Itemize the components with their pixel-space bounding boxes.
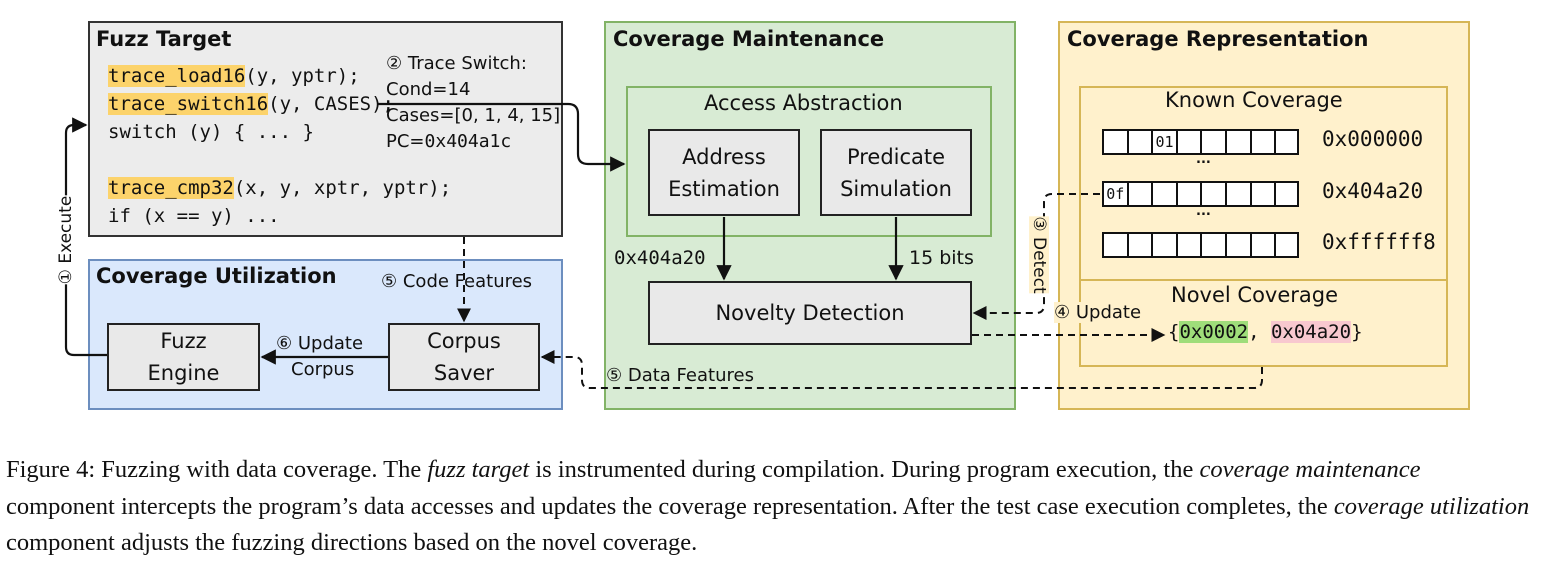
caption-part-3: component intercepts the program’s data …	[6, 492, 1334, 520]
address-estimation-label-2: Estimation	[668, 176, 780, 201]
coverage-representation-title: Coverage Representation	[1067, 27, 1369, 51]
trace-switch-title: ② Trace Switch:	[386, 53, 527, 74]
novel-set-sep: ,	[1248, 321, 1271, 343]
caption-part-2: is instrumented during compilation. Duri…	[529, 456, 1200, 483]
trace-load16-call: trace_load16	[108, 65, 246, 87]
bitmap-cell-highlight: 01	[1151, 129, 1176, 155]
novel-coverage-set: {0x0002, 0x04a20}	[1168, 321, 1363, 343]
bitmap-cell	[1151, 181, 1176, 207]
bitmap-cell	[1224, 181, 1250, 207]
coverage-maintenance-title: Coverage Maintenance	[613, 27, 885, 51]
bitmap-cell	[1249, 129, 1275, 155]
bitmap-cell	[1224, 129, 1250, 155]
bitmap-address-2: 0x404a20	[1322, 179, 1424, 203]
code-line-switch: switch (y) { ... }	[108, 121, 314, 143]
bitmap-row-0xffffff8	[1102, 232, 1299, 258]
predicate-simulation-label-1: Predicate	[846, 144, 946, 169]
trace-pc-label: PC=	[386, 131, 425, 152]
caption-emphasis-2: coverage maintenance	[1199, 456, 1421, 483]
bits-label: 15 bits	[909, 247, 974, 269]
trace-cmp32-call: trace_cmp32	[108, 177, 234, 199]
trace-load16-args: (y, yptr);	[245, 65, 360, 87]
execute-label: ① Execute	[56, 195, 76, 285]
bitmap-cell	[1274, 181, 1299, 207]
bitmap-cell	[1126, 181, 1152, 207]
predicate-simulation-label-2: Simulation	[840, 176, 952, 201]
caption-emphasis-1: fuzz target	[427, 456, 530, 483]
novel-value-2: 0x04a20	[1270, 321, 1352, 343]
address-estimation-label-1: Address	[682, 144, 766, 169]
trace-pc-value: 0x404a1c	[424, 131, 512, 152]
update-corpus-label-1: ⑥ Update	[276, 333, 364, 354]
trace-switch-cond: Cond=14	[386, 79, 471, 100]
bitmap-cell	[1102, 129, 1127, 155]
novel-coverage-group	[1079, 281, 1448, 367]
bitmap-cell	[1126, 232, 1152, 258]
bitmap-cell	[1175, 129, 1201, 155]
bitmap-cell	[1200, 232, 1225, 258]
fuzz-target-title: Fuzz Target	[96, 27, 232, 51]
code-line-if: if (x == y) ...	[108, 205, 280, 227]
bitmap-cell	[1274, 232, 1299, 258]
coverage-representation-panel	[1058, 21, 1470, 410]
bitmap-cell	[1249, 181, 1275, 207]
novelty-detection-label: Novelty Detection	[715, 301, 905, 325]
bitmap-address-3: 0xffffff8	[1322, 230, 1436, 254]
fuzz-engine-label-2: Engine	[147, 361, 220, 385]
bitmap-cell	[1200, 181, 1225, 207]
ellipsis-2: ...	[1196, 204, 1211, 219]
bitmap-cell	[1126, 129, 1152, 155]
trace-switch-pc: PC=0x404a1c	[386, 131, 511, 152]
bitmap-row-0x404a20: 0f	[1102, 181, 1299, 207]
bitmap-address-1: 0x000000	[1322, 127, 1424, 151]
coverage-utilization-title: Coverage Utilization	[96, 264, 337, 288]
caption-part-4: component adjusts the fuzzing directions…	[6, 529, 698, 556]
novelty-detection-node: Novelty Detection	[648, 281, 972, 345]
novel-coverage-title: Novel Coverage	[1171, 283, 1339, 307]
trace-switch16-call: trace_switch16	[108, 93, 269, 115]
code-features-label: ⑤ Code Features	[381, 271, 533, 292]
fuzz-engine-label-1: Fuzz	[160, 329, 207, 353]
address-value-label: 0x404a20	[614, 247, 706, 269]
caption-emphasis-3: coverage utilization	[1333, 492, 1530, 520]
bitmap-cell	[1224, 232, 1250, 258]
corpus-saver-label-2: Saver	[433, 361, 495, 385]
known-coverage-group	[1079, 86, 1448, 281]
bitmap-cell	[1249, 232, 1275, 258]
novel-set-close: }	[1351, 321, 1363, 343]
bitmap-cell-highlight: 0f	[1102, 181, 1127, 207]
detect-label: ③ Detect	[1029, 216, 1049, 294]
code-line-trace-switch16: trace_switch16(y, CASES);	[108, 90, 394, 118]
novel-value-1: 0x0002	[1179, 321, 1249, 343]
data-features-label: ⑤ Data Features	[606, 365, 754, 386]
code-line-trace-load16: trace_load16(y, yptr);	[108, 62, 360, 90]
update-corpus-label-2: Corpus	[291, 359, 355, 380]
figure-caption: Figure 4: Fuzzing with data coverage. Th…	[6, 452, 1534, 562]
bitmap-cell	[1151, 232, 1176, 258]
update-label: ④ Update	[1054, 302, 1142, 323]
trace-switch-cases: Cases=[0, 1, 4, 15]	[386, 105, 561, 126]
bitmap-row-0x000000: 01	[1102, 129, 1299, 155]
bitmap-cell	[1102, 232, 1127, 258]
novel-set-open: {	[1168, 321, 1180, 343]
ellipsis-1: ...	[1196, 152, 1211, 167]
trace-switch16-args: (y, CASES);	[268, 93, 394, 115]
known-coverage-title: Known Coverage	[1165, 88, 1343, 112]
caption-part-1: Figure 4: Fuzzing with data coverage. Th…	[6, 456, 428, 483]
bitmap-cell	[1274, 129, 1299, 155]
access-abstraction-title: Access Abstraction	[704, 91, 903, 115]
bitmap-cell	[1175, 181, 1201, 207]
code-line-trace-cmp32: trace_cmp32(x, y, xptr, yptr);	[108, 174, 451, 202]
bitmap-cell	[1200, 129, 1225, 155]
corpus-saver-label-1: Corpus	[427, 329, 501, 353]
bitmap-cell	[1175, 232, 1201, 258]
trace-cmp32-args: (x, y, xptr, yptr);	[233, 177, 452, 199]
